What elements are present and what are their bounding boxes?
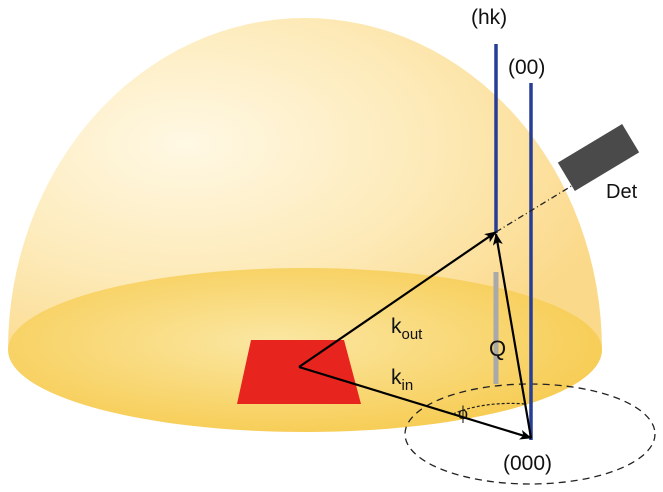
k-out-arrow: [298, 231, 497, 368]
label-q: Q: [489, 336, 506, 361]
label-k-in: kin: [391, 366, 413, 394]
label-k-out-sub: out: [402, 326, 424, 343]
sample-square: [237, 340, 361, 404]
label-phi: ϕ: [458, 403, 468, 424]
beam-to-detector: [495, 181, 579, 233]
phi-angle-arc: [452, 402, 526, 415]
azimuth-circle: [404, 383, 656, 485]
label-origin: (000): [503, 452, 552, 475]
q-arrow: [492, 233, 533, 439]
detector-box: [557, 124, 640, 191]
label-k-in-base: k: [391, 366, 402, 389]
label-detector: Det: [606, 181, 638, 203]
label-k-out: kout: [391, 315, 423, 343]
label-k-in-sub: in: [402, 377, 414, 394]
k-in-arrow: [298, 365, 532, 440]
hemisphere-dome: [8, 18, 602, 350]
label-rod-00: (00): [508, 56, 545, 79]
label-rod-hk: (hk): [471, 6, 507, 29]
label-k-out-base: k: [391, 315, 402, 338]
